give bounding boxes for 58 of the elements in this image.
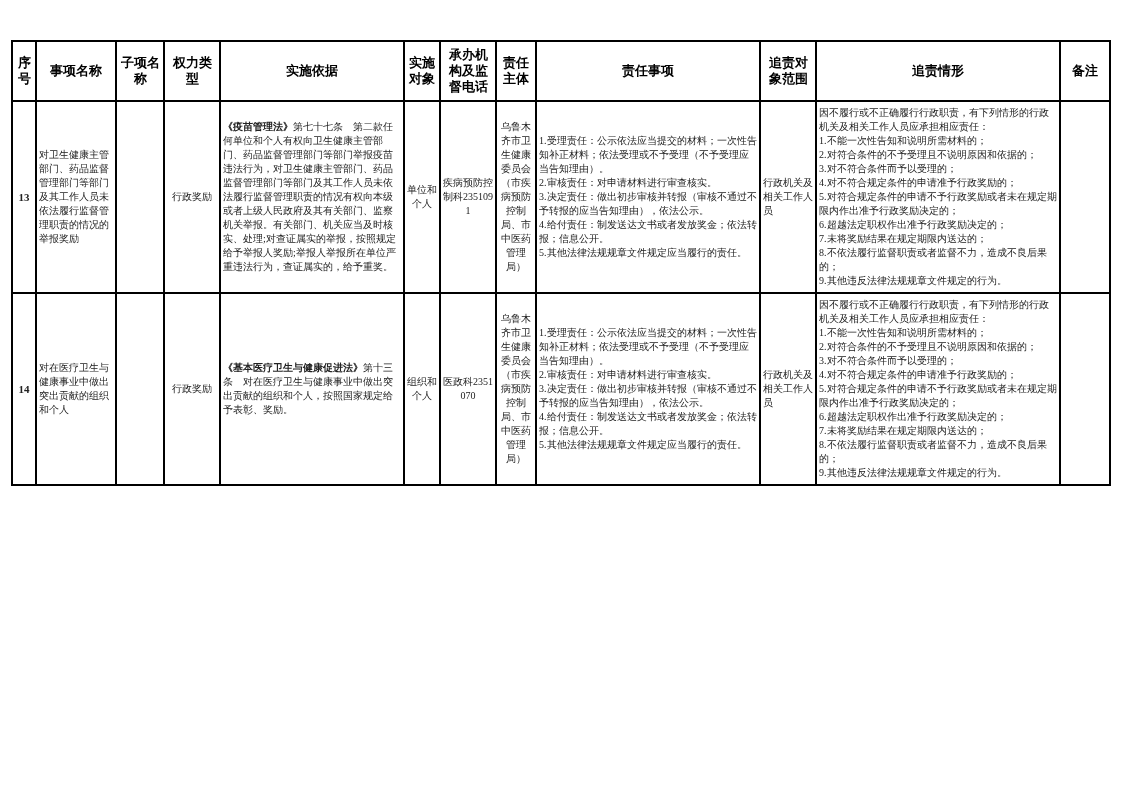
cell-text: 医政科2351070 bbox=[443, 375, 493, 403]
column-header: 序号 bbox=[16, 55, 32, 87]
cell-text: 4.给付责任：制发送达文书或者发放奖金；依法转报；信息公开。 bbox=[539, 218, 757, 246]
column-header: 事项名称 bbox=[49, 63, 103, 79]
cell-text: 9.其他违反法律法规规章文件规定的行为。 bbox=[819, 466, 1008, 480]
cell-text: 4.对不符合规定条件的申请准予行政奖励的； bbox=[819, 368, 1018, 382]
cell-text: 5.其他法律法规规章文件规定应当履行的责任。 bbox=[539, 246, 748, 260]
cell-text: 3.决定责任：做出初步审核并转报（审核不通过不予转报的应当告知理由），依法公示。 bbox=[539, 382, 757, 410]
column-header: 追责对象范围 bbox=[767, 55, 809, 87]
cell-text: 行政机关及相关工作人员 bbox=[763, 176, 813, 218]
cell-text: 2.审核责任：对申请材料进行审查核实。 bbox=[539, 176, 718, 190]
cell-text: 5.对符合规定条件的申请不予行政奖励或者未在规定期限内作出准予行政奖励决定的； bbox=[819, 382, 1057, 410]
cell-text: 乌鲁木齐市卫生健康委员会（市疾病预防控制局、市中医药管理局） bbox=[500, 312, 532, 466]
cell-text: 8.不依法履行监督职责或者监督不力，造成不良后果的； bbox=[819, 246, 1048, 274]
cell-text: 9.其他违反法律法规规章文件规定的行为。 bbox=[819, 274, 1008, 288]
cell-text: 行政奖励 bbox=[171, 190, 213, 204]
cell-text: 3.对不符合条件而予以受理的； bbox=[819, 162, 958, 176]
cell-text: 3.对不符合条件而予以受理的； bbox=[819, 354, 958, 368]
cell-text: 1.不能一次性告知和说明所需材料的； bbox=[819, 134, 988, 148]
cell-text: 因不履行或不正确履行行政职责，有下列情形的行政机关及相关工作人员应承担相应责任： bbox=[819, 106, 1050, 134]
cell-text: 4.给付责任：制发送达文书或者发放奖金；依法转报；信息公开。 bbox=[539, 410, 757, 438]
cell-text: 8.不依法履行监督职责或者监督不力，造成不良后果的； bbox=[819, 438, 1048, 466]
cell-text: 6.超越法定职权作出准予行政奖励决定的； bbox=[819, 218, 1008, 232]
cell-text: 《疫苗管理法》第七十七条 第二款任何单位和个人有权向卫生健康主管部门、药品监督管理部门等部门举报疫苗违法行为，对卫生健康主管部门、药品监督管理部门等部门及其工作人员未依法履行监督管理职责的情况有权向本级或者上级人民政府及其有关部门、监察机关举报。有关部门、机关应当及时核实、处理;对查证属实的举报，按照规定给予举报人奖励;举报人举报所在单位严重违法行为，查证属实的，给予重奖。 bbox=[223, 120, 397, 274]
cell-text: 4.对不符合规定条件的申请准予行政奖励的； bbox=[819, 176, 1018, 190]
column-header: 子项名称 bbox=[119, 55, 161, 87]
cell-text: 1.不能一次性告知和说明所需材料的； bbox=[819, 326, 988, 340]
cell-text: 对在医疗卫生与健康事业中做出突出贡献的组织和个人 bbox=[39, 361, 110, 417]
cell-text: 2.审核责任：对申请材料进行审查核实。 bbox=[539, 368, 718, 382]
column-header: 责任主体 bbox=[502, 55, 530, 87]
column-header: 权力类型 bbox=[171, 55, 213, 87]
cell-text: 行政机关及相关工作人员 bbox=[763, 368, 813, 410]
cell-text: 7.未将奖励结果在规定期限内送达的； bbox=[819, 232, 988, 246]
row-number: 14 bbox=[17, 382, 31, 396]
cell-text: 5.对符合规定条件的申请不予行政奖励或者未在规定期限内作出准予行政奖励决定的； bbox=[819, 190, 1057, 218]
cell-text: 1.受理责任：公示依法应当提交的材料；一次性告知补正材料；依法受理或不予受理（不予受理应当告知理由）。 bbox=[539, 134, 757, 176]
cell-text: 3.决定责任：做出初步审核并转报（审核不通过不予转报的应当告知理由），依法公示。 bbox=[539, 190, 757, 218]
cell-text: 2.对符合条件的不予受理且不说明原因和依据的； bbox=[819, 340, 1038, 354]
column-header: 追责情形 bbox=[911, 63, 965, 79]
column-header: 备注 bbox=[1071, 63, 1099, 79]
cell-text: 乌鲁木齐市卫生健康委员会（市疾病预防控制局、市中医药管理局） bbox=[500, 120, 532, 274]
cell-text: 1.受理责任：公示依法应当提交的材料；一次性告知补正材料；依法受理或不予受理（不予受理应当告知理由）。 bbox=[539, 326, 757, 368]
cell-text: 7.未将奖励结果在规定期限内送达的； bbox=[819, 424, 988, 438]
column-header: 承办机构及监督电话 bbox=[447, 47, 489, 95]
cell-text: 组织和个人 bbox=[407, 375, 437, 403]
cell-text: 对卫生健康主管部门、药品监督管理部门等部门及其工作人员未依法履行监督管理职责的情况的举报奖励 bbox=[39, 148, 110, 246]
cell-text: 单位和个人 bbox=[407, 183, 437, 211]
cell-text: 疾病预防控制科2351091 bbox=[443, 176, 493, 218]
cell-text: 因不履行或不正确履行行政职责，有下列情形的行政机关及相关工作人员应承担相应责任： bbox=[819, 298, 1050, 326]
cell-text: 5.其他法律法规规章文件规定应当履行的责任。 bbox=[539, 438, 748, 452]
cell-text: 行政奖励 bbox=[171, 382, 213, 396]
row-number: 13 bbox=[17, 190, 31, 204]
cell-text: 《基本医疗卫生与健康促进法》第十三条 对在医疗卫生与健康事业中做出突出贡献的组织和个人，按照国家规定给予表彰、奖励。 bbox=[223, 361, 394, 417]
column-header: 责任事项 bbox=[621, 63, 675, 79]
column-header: 实施对象 bbox=[408, 55, 436, 87]
cell-text: 6.超越法定职权作出准予行政奖励决定的； bbox=[819, 410, 1008, 424]
cell-text: 2.对符合条件的不予受理且不说明原因和依据的； bbox=[819, 148, 1038, 162]
column-header: 实施依据 bbox=[285, 63, 339, 79]
